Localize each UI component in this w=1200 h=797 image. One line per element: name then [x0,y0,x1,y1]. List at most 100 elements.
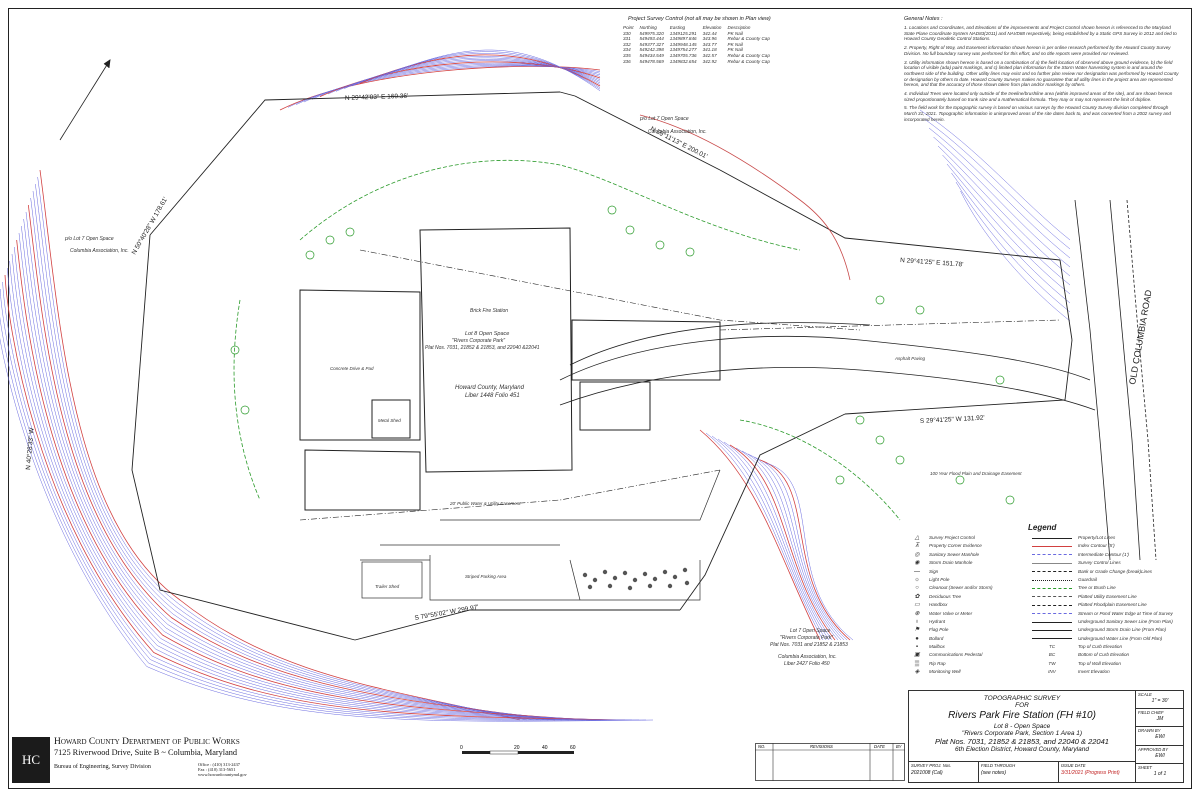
liber-label: Liber 1448 Folio 451 [465,393,520,399]
deciduous-tree-icon [607,205,617,215]
bearing-east: N 29°41'25" E 151.78' [900,256,964,268]
legend-line-sample [1032,629,1072,631]
legend-symbol-item: ▒Rip Rap [908,660,1038,668]
field-through-cell: FIELD THROUGH(see notes) [979,762,1059,783]
legend-line-label: Guardrail [1078,576,1097,582]
tree-lines [233,159,901,521]
legend-symbol-icon: ◎ [914,551,920,558]
legend-symbol-icon: ▪ [915,644,919,651]
legend-line-item: Underground Sanitary Sewer Line (From Pl… [1032,618,1184,626]
control-cell: 341.18 [702,47,717,53]
legend-symbol-icon: ▒ [914,660,920,667]
contour-line [711,435,827,641]
contour-line [279,66,601,111]
website: www.howardcountymd.gov [198,772,247,778]
title-line-1: TOPOGRAPHIC SURVEY [983,695,1061,702]
legend-symbol-item: ⊼Property Corner Evidence [908,542,1038,550]
legend-line-label: Bank or Grade Change (break)Lines [1078,568,1153,574]
legend-line-sample [1032,604,1072,606]
legend-line-sample [1032,588,1072,590]
legend-symbol-icon: ● [915,635,919,642]
lot-label-3: Plat Nos. 7031, 21852 & 21853, and 22040… [425,345,540,351]
legend-symbol-item: ▪Mailbox [908,643,1038,651]
bearing-southeast: S 29°41'25" W 131.92' [920,414,985,425]
control-cell: 549242.398 [639,47,664,53]
legend-symbol-icon: ⊗ [914,610,920,617]
control-cell: 1349897.846 [669,36,697,42]
revisions-table: NO. REVISIONS DATE BY [755,743,905,781]
deciduous-tree-icon [875,295,885,305]
legend-symbol-icon: ▣ [914,652,920,659]
legend-symbol-icon: ◉ [914,560,920,567]
legend-line-sample [1032,621,1072,623]
control-cell: 549975.320 [639,30,664,36]
control-cell: 1349705.736 [669,52,697,58]
title-line-6: Plat Nos. 7031, 21852 & 21853, and 22040… [935,737,1109,746]
open-space-s-3: Plat Nos. 7031 and 21852 & 21853 [770,642,848,648]
contour-line [960,190,1071,322]
title-block: TOPOGRAPHIC SURVEY FOR Rivers Park Fire … [908,690,1184,783]
contour-line [30,197,549,721]
control-header-cell: Point [623,25,634,30]
county-logo: HC [12,737,50,783]
open-space-n-owner: Columbia Association, Inc. [648,129,707,135]
road-label: OLD COLUMBIA ROAD [1127,289,1154,386]
contour-line [23,218,570,721]
contour-line [951,172,1071,304]
control-cell: 336 [623,58,631,64]
title-line-7: 6th Election District, Howard County, Ma… [955,746,1089,753]
contour-line [747,453,845,641]
legend-symbol-icon: ♁ [914,618,920,625]
control-cell: 549493.444 [639,36,664,42]
contour-line [955,181,1071,313]
trees [230,205,1015,505]
legend-symbol-icon: ◈ [914,669,920,676]
bearing-northwest: N 50°40'28" W 178.61' [130,196,170,256]
contour-line [705,432,824,641]
legend-symbol-icon: ☼ [914,576,920,583]
legend-abbreviation: INV [1048,669,1056,675]
control-cell: 334 [623,47,631,53]
trailer-label: Trailer Shed [375,584,400,589]
lot-label: Lot 8 Open Space [465,331,509,337]
contour-line [287,65,601,108]
deciduous-tree-icon [1005,495,1015,505]
deciduous-tree-icon [955,475,965,485]
rev-date-header: DATE [874,744,885,749]
legend-symbol-icon: ✿ [914,593,920,600]
control-cell: 343.77 [702,41,717,47]
title-block-bottom: SURVEY PROJ. Nos.2021008 (Cal) FIELD THR… [909,761,1135,783]
open-space-s-5: Liber 2427 Folio 450 [784,661,830,667]
control-header-cell: Description [727,25,751,30]
title-line-2: FOR [1015,702,1029,709]
control-cell: PK Nail [727,30,743,36]
legend-symbol-label: Cleanout (Sewer and/or Storm) [929,585,993,591]
legend-symbol-label: Property Corner Evidence [929,543,982,549]
contour-line [32,190,542,721]
deciduous-tree-icon [240,405,250,415]
deciduous-tree-icon [895,455,905,465]
deciduous-tree-icon [625,225,635,235]
agency-name: Howard County Department of Public Works [54,737,240,747]
contour-line [729,444,836,641]
legend-line-label: Intermediate Contour (1') [1078,551,1129,557]
lot-label-2: "Rivers Corporate Park" [452,338,505,344]
control-cell: 342.57 [702,52,717,58]
contour-lines [0,49,1071,722]
owner-label: Howard County, Maryland [455,385,525,391]
contour-line [942,154,1071,286]
legend-line-label: Platted Utility Easement Line [1078,593,1137,599]
control-table-title: Project Survey Control (not all may be s… [628,16,771,22]
bearing-west: N 40°28'33" W [24,426,36,470]
legend-symbol-item: ♁Hydrant [908,618,1038,626]
